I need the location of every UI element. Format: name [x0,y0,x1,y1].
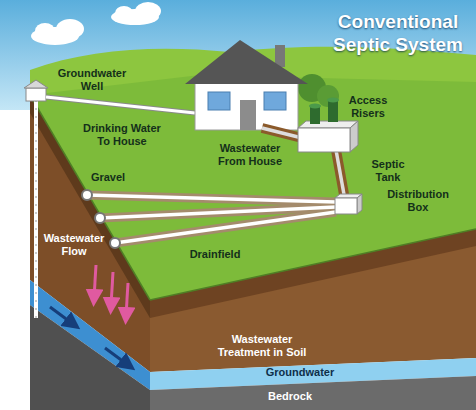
part-label: Distribution Box [378,188,458,214]
cloud [115,6,133,20]
bedrock-side [30,305,150,410]
part-label: Bedrock [268,390,312,403]
well-pipe-detail [36,100,37,318]
soil-front [150,229,476,372]
pipe-end [110,238,120,248]
part-label: Groundwater [266,366,334,379]
trees [298,74,339,107]
part-label: Wastewater From House [212,142,288,168]
box-body [335,198,357,214]
access-riser [328,100,338,122]
well-pipe [34,100,38,318]
tank-body [298,128,350,152]
part-label: Groundwater Well [52,67,132,93]
box-side [357,194,362,214]
part-label: Gravel [91,171,125,184]
part-label: Drinking Water To House [76,122,168,148]
well-cap [24,80,48,88]
part-label: Drainfield [190,248,241,261]
well-head [26,88,46,101]
groundwater-arrow [50,307,73,324]
bedrock-front [150,376,476,410]
perforated-pipe [87,195,336,202]
window [208,92,230,110]
part-label: Wastewater Flow [39,232,109,258]
gravel-trench [87,195,336,202]
part-label: Wastewater Treatment in Soil [206,333,318,359]
part-label: Access Risers [342,94,394,120]
pipe-end [95,213,105,223]
door [240,100,256,130]
flow-arrow [111,272,113,306]
house-body [195,80,298,130]
ground-edge [150,229,476,300]
cloud [35,23,55,39]
flow-arrow [94,265,96,298]
flow-arrow [126,283,128,316]
riser-cap [309,104,321,109]
house-roof [185,40,308,84]
riser-cap [327,98,339,103]
pipe-end [82,190,92,200]
distribution-box [335,194,362,214]
perforated-pipe [115,212,336,243]
groundwater-arrow [105,348,128,365]
water-pipe-outline [46,97,195,113]
cloud [56,19,84,39]
diagram-title: Conventional Septic System [323,10,473,56]
cloud [135,2,161,20]
clouds [31,2,161,45]
water-pipe [46,97,195,113]
sewer-pipe [262,128,302,138]
window [264,92,286,110]
tank-top [298,121,358,128]
drainfield-pipes [82,190,336,248]
topsoil-front [150,229,476,318]
outlet-pipe [336,150,345,200]
part-label: Septic Tank [364,158,412,184]
house [185,40,308,130]
access-riser [310,106,320,124]
trench [262,128,302,138]
trench [336,150,345,200]
tank-side [350,121,358,152]
